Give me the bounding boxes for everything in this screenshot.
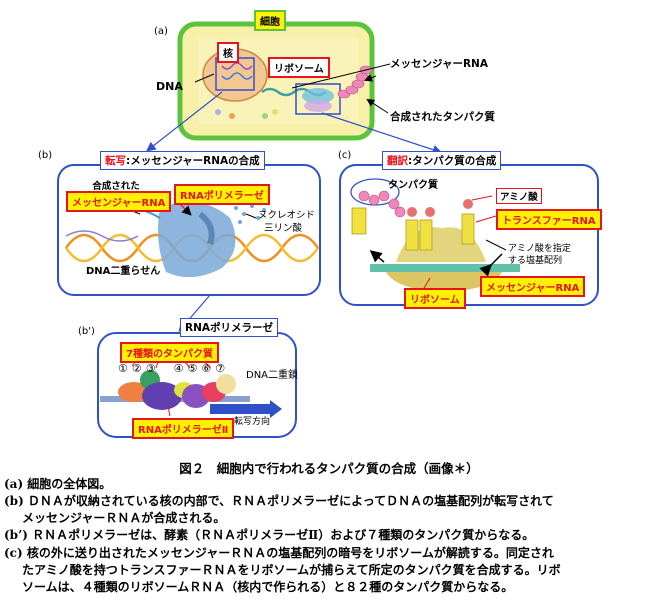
dna-helix-label: DNA二重らせん (86, 266, 161, 277)
panel-a-letter: (a) (154, 26, 168, 37)
ribosome-label-a: リボソーム (268, 57, 330, 78)
amino-acid-label: アミノ酸 (496, 188, 542, 204)
rna-polymerase-shape (158, 201, 236, 278)
trna-group (351, 207, 475, 251)
mrna-label-c: メッセンジャーRNA (480, 276, 586, 297)
panel-b-letter: (b) (38, 150, 53, 161)
subunit-number: ③ (145, 362, 156, 375)
mrna-band (370, 264, 520, 272)
trna-label: トランスファーRNA (496, 209, 602, 230)
caption-b1: (b) ＤＮＡが収納されている核の内部で、ＲＮＡポリメラーゼによってＤＮＡの塩基… (4, 494, 554, 508)
panel-c-title-rest: :タンパク質の合成 (408, 155, 497, 167)
rnap2-label: RNAポリメラーゼⅡ (132, 418, 235, 439)
figure-caption-title: 図２ 細胞内で行われるタンパク質の合成（画像＊） (179, 461, 479, 476)
subunit-number: ④ (173, 362, 184, 375)
panel-c-title-red: 翻訳 (387, 155, 408, 167)
ribosome-small-subunit (384, 268, 504, 292)
caption-c3: ソームは、４種類のリボソームＲＮＡ（核内で作られる）と８２種のタンパク質からなる… (22, 580, 514, 594)
panel-c-letter: (c) (338, 150, 352, 161)
caption-c2: たアミノ酸を持つトランスファーＲＮＡをリボソームが捕らえて所定のタンパク質を合成… (22, 563, 561, 577)
caption-a: (a) 細胞の全体図。 (4, 477, 112, 491)
caption-b2: メッセンジャーＲＮＡが合成される。 (22, 511, 226, 525)
ribosome-label-c: リボソーム (404, 288, 466, 309)
mrna-label-a: メッセンジャーRNA (390, 58, 488, 70)
caption-c1: (c) 核の外に送り出されたメッセンジャーＲＮＡの塩基配列の暗号をリボソームが解… (4, 546, 554, 560)
subunit-number: ① (118, 362, 128, 375)
direction-label: 転写方向 (234, 417, 271, 427)
caption-bp: (b’) ＲＮＡポリメラーゼは、酵素（ＲＮＡポリメラーゼⅡ）および７種類のタンパ… (4, 528, 535, 542)
panel-b-title: 転写:メッセンジャーRNAの合成 (100, 151, 265, 170)
rnap-label-b: RNAポリメラーゼ (174, 184, 270, 205)
codon-label-1: アミノ酸を指定 (508, 244, 571, 254)
panel-bp-letter: (b') (78, 326, 95, 337)
rnap2-subunits (118, 370, 236, 410)
subunit-numbers: ① ② ③ ④ ⑤ ⑥ ⑦ (118, 362, 225, 375)
protein-label-c: タンパク質 (388, 180, 438, 191)
dna-double-label: DNA二重鎖 (246, 370, 299, 381)
ntp-label-1: ヌクレオシド (258, 210, 316, 221)
synth-mrna-label-2: メッセンジャーRNA (66, 191, 172, 212)
panel-b-title-rest: :メッセンジャーRNAの合成 (126, 155, 260, 167)
panel-c-title: 翻訳:タンパク質の合成 (382, 151, 502, 170)
direction-arrow (210, 404, 270, 414)
ribosome-zoom-box (295, 83, 341, 115)
protein-label-a: 合成されたタンパク質 (390, 111, 495, 123)
nucleus-label: 核 (217, 42, 239, 63)
panel-b-title-red: 転写 (105, 155, 126, 167)
codon-label-2: する塩基配列 (508, 256, 563, 266)
subunit-number: ⑦ (215, 362, 226, 375)
subunit-number: ⑤ (187, 362, 198, 375)
panel-bp-title: RNAポリメラーゼ (180, 318, 278, 337)
synth-mrna-label-1: 合成された (92, 181, 140, 192)
subunit-number: ⑥ (201, 362, 212, 375)
subunit-number: ② (131, 362, 142, 375)
seven-proteins-label: 7種類のタンパク質 (120, 342, 219, 363)
dna-label: DNA (156, 80, 183, 93)
ntp-dots (234, 204, 266, 224)
cell-label: 細胞 (254, 10, 286, 31)
ntp-label-2: 三リン酸 (264, 223, 303, 234)
